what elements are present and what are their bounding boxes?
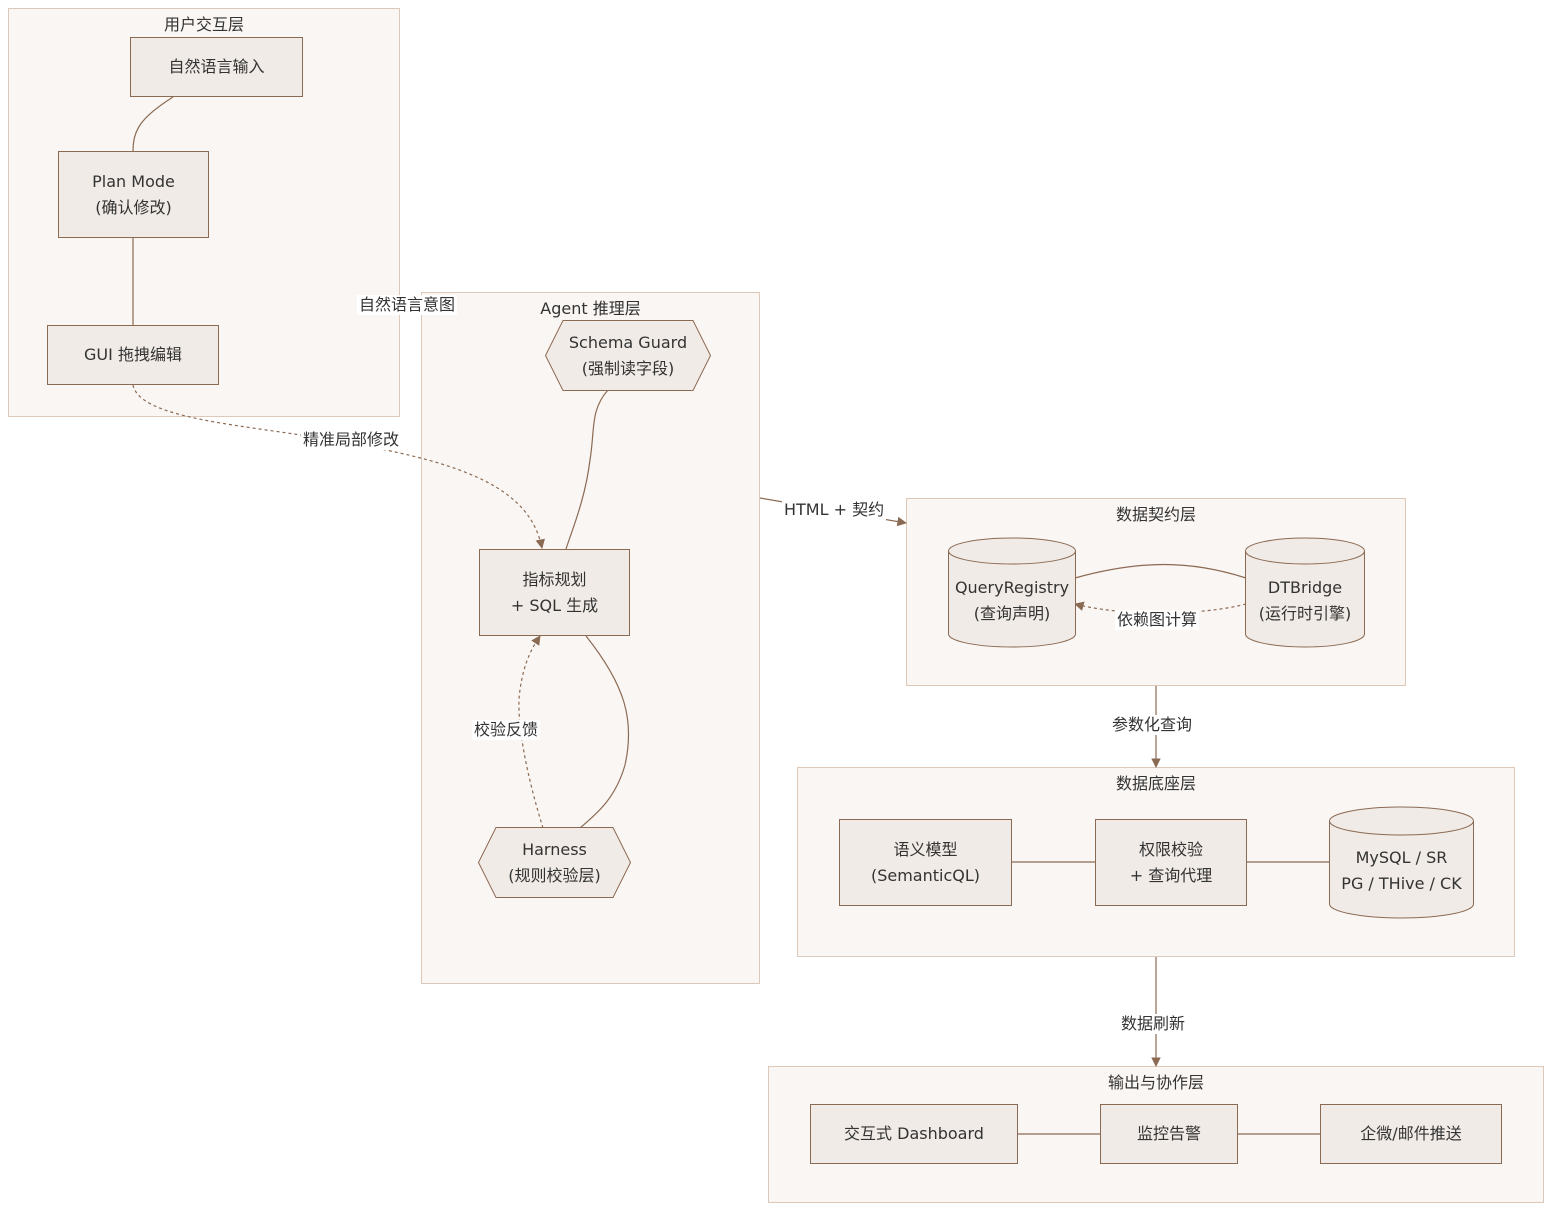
node-label-line1: 语义模型 <box>893 839 958 859</box>
node-label-line2: (SemanticQL) <box>870 865 981 885</box>
cluster-title: 数据底座层 <box>1115 774 1196 793</box>
node-label-line2: PG / THive / CK <box>1341 873 1462 893</box>
node-dashboard[interactable]: 交互式 Dashboard <box>810 1104 1018 1164</box>
node-monitor-alert[interactable]: 监控告警 <box>1100 1104 1238 1164</box>
node-label-line1: Harness <box>522 839 587 859</box>
node-label-line2: + 查询代理 <box>1129 865 1213 885</box>
edge-label-dep-graph: 依赖图计算 <box>1115 610 1200 630</box>
node-push[interactable]: 企微/邮件推送 <box>1320 1104 1502 1164</box>
cylinder-shape <box>948 537 1076 648</box>
node-label-line2: (确认修改) <box>95 197 172 217</box>
node-label: GUI 拖拽编辑 <box>84 345 182 364</box>
node-label-line2: (运行时引擎) <box>1258 603 1352 623</box>
node-label-line1: MySQL / SR <box>1355 847 1448 867</box>
edge-label-param-query: 参数化查询 <box>1110 715 1195 735</box>
cylinder-shape <box>1329 806 1474 919</box>
node-harness[interactable]: Harness (规则校验层) <box>478 827 631 898</box>
node-semantic-model[interactable]: 语义模型 (SemanticQL) <box>839 819 1012 906</box>
edge-label-html-contract: HTML + 契约 <box>782 500 887 520</box>
hexagon-shape <box>545 320 711 391</box>
cluster-title: 输出与协作层 <box>1107 1073 1204 1092</box>
edge-label-nl-intent: 自然语言意图 <box>357 295 458 315</box>
node-label-line1: 权限校验 <box>1138 839 1203 859</box>
node-dtbridge[interactable]: DTBridge (运行时引擎) <box>1245 537 1365 648</box>
node-label-line2: (查询声明) <box>973 603 1051 623</box>
node-databases[interactable]: MySQL / SR PG / THive / CK <box>1329 806 1474 919</box>
node-label-line1: 指标规划 <box>522 569 587 589</box>
node-label-line1: DTBridge <box>1267 577 1343 597</box>
edge-label-precise-edit: 精准局部修改 <box>301 430 402 450</box>
cluster-title: 数据契约层 <box>1115 505 1196 524</box>
node-label: 监控告警 <box>1136 1124 1201 1143</box>
cluster-title: 用户交互层 <box>163 15 244 34</box>
node-plan-mode[interactable]: Plan Mode (确认修改) <box>58 151 209 238</box>
node-label-line2: (规则校验层) <box>508 865 601 885</box>
cluster-title: Agent 推理层 <box>540 299 641 318</box>
cylinder-shape <box>1245 537 1365 648</box>
node-permission-proxy[interactable]: 权限校验 + 查询代理 <box>1095 819 1247 906</box>
node-label-line1: Plan Mode <box>92 171 175 191</box>
node-label-line2: + SQL 生成 <box>510 595 599 615</box>
edge-label-data-refresh: 数据刷新 <box>1119 1014 1188 1034</box>
node-label-line2: (强制读字段) <box>581 358 675 378</box>
node-label-line1: Schema Guard <box>568 332 688 352</box>
node-query-registry[interactable]: QueryRegistry (查询声明) <box>948 537 1076 648</box>
node-schema-guard[interactable]: Schema Guard (强制读字段) <box>545 320 711 391</box>
node-label: 企微/邮件推送 <box>1360 1124 1462 1143</box>
node-gui-edit[interactable]: GUI 拖拽编辑 <box>47 325 219 385</box>
node-metric-plan[interactable]: 指标规划 + SQL 生成 <box>479 549 630 636</box>
edge-label-validation-feedback: 校验反馈 <box>472 720 541 740</box>
node-label-line1: QueryRegistry <box>954 577 1070 597</box>
node-label: 交互式 Dashboard <box>844 1124 984 1143</box>
node-label: 自然语言输入 <box>168 57 265 76</box>
node-nl-input[interactable]: 自然语言输入 <box>130 37 303 97</box>
hexagon-shape <box>478 827 631 898</box>
